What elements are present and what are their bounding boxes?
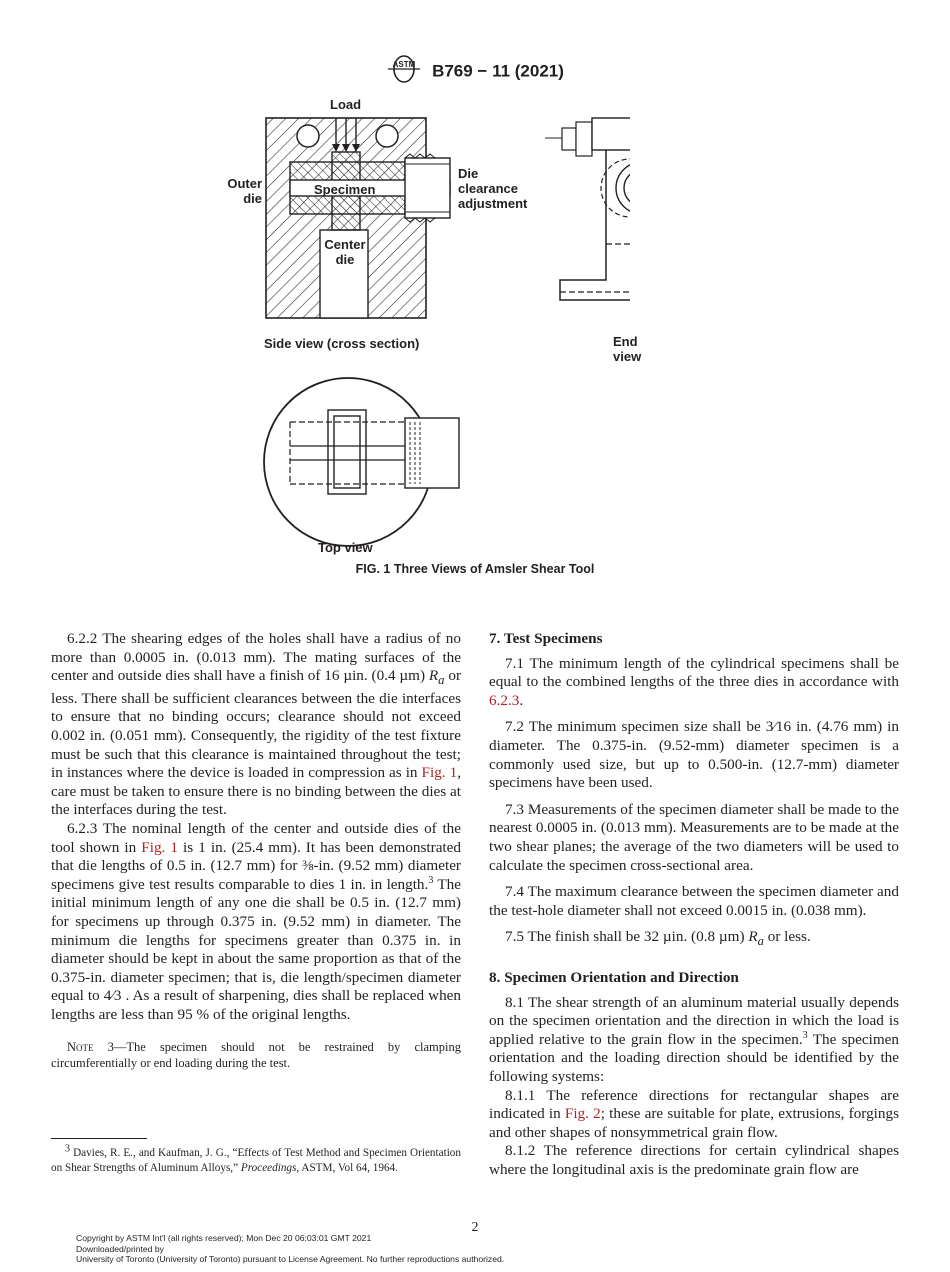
paragraph-7-3: 7.3 Measurements of the specimen diamete…: [489, 800, 899, 874]
footnote-3: 3 Davies, R. E., and Kaufman, J. G., “Ef…: [51, 1143, 461, 1174]
paragraph-6-2-2: 6.2.2 The shearing edges of the holes sh…: [51, 630, 461, 819]
fig-1-link[interactable]: Fig. 1: [421, 764, 458, 782]
paragraph-7-2: 7.2 The minimum specimen size shall be 3…: [489, 718, 899, 792]
footnote-divider: [51, 1138, 147, 1139]
label-specimen: Specimen: [314, 182, 376, 197]
top-view: [263, 377, 460, 547]
paragraph-8-1-1: 8.1.1 The reference directions for recta…: [489, 1086, 899, 1141]
side-view: [265, 117, 451, 319]
fig-1-link[interactable]: Fig. 1: [141, 838, 178, 856]
note-3: Note 3—The specimen should not be restra…: [51, 1039, 461, 1070]
label-side-view: Side view (cross section): [264, 336, 420, 351]
right-column: 7. Test Specimens 7.1 The minimum length…: [489, 630, 899, 1179]
label-top-view: Top view: [318, 540, 373, 555]
figure-caption: FIG. 1 Three Views of Amsler Shear Tool: [355, 562, 595, 576]
paragraph-7-5: 7.5 The finish shall be 32 µin. (0.8 µm)…: [505, 928, 811, 949]
label-end-view: End view: [613, 334, 642, 364]
paragraph-7-1: 7.1 The minimum length of the cylindrica…: [489, 654, 899, 709]
section-7-heading: 7. Test Specimens: [489, 630, 603, 647]
document-designation: B769 − 11 (2021): [432, 61, 564, 81]
label-load: Load: [330, 97, 362, 112]
section-8-heading: 8. Specimen Orientation and Direction: [489, 968, 739, 986]
paragraph-8-1-2: 8.1.2 The reference directions for certa…: [489, 1142, 899, 1178]
astm-logo-icon: ASTM: [386, 54, 422, 89]
left-column: 6.2.2 The shearing edges of the holes sh…: [51, 630, 461, 1071]
page-header: ASTM B769 − 11 (2021): [0, 54, 950, 89]
page-number: 2: [471, 1220, 479, 1235]
svg-text:ASTM: ASTM: [393, 60, 416, 69]
paragraph-6-2-3: 6.2.3 The nominal length of the center a…: [51, 819, 461, 1023]
fig-2-link[interactable]: Fig. 2: [564, 1105, 601, 1123]
end-view: [545, 117, 710, 301]
paragraph-8-1: 8.1 The shear strength of an aluminum ma…: [489, 993, 899, 1085]
section-6-2-3-link[interactable]: 6.2.3: [489, 691, 520, 709]
paragraph-7-4: 7.4 The maximum clearance between the sp…: [489, 883, 899, 919]
copyright-notice: Copyright by ASTM Int'l (all rights rese…: [76, 1233, 505, 1264]
amsler-shear-tool-drawing: [263, 117, 710, 547]
